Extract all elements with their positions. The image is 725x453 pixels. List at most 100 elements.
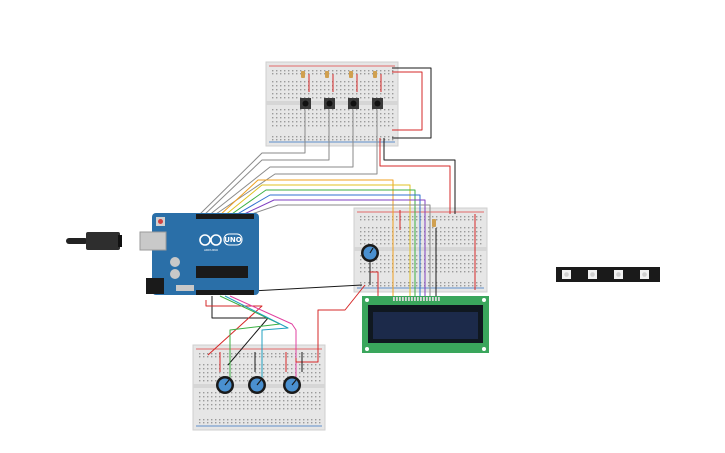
breadboard-hole: [267, 396, 269, 398]
breadboard-hole: [420, 216, 422, 218]
breadboard-hole: [468, 216, 470, 218]
wire-magenta: [229, 295, 297, 378]
breadboard-hole: [372, 267, 374, 269]
breadboard-hole: [312, 136, 314, 138]
breadboard-hole: [199, 376, 201, 378]
lcd-display[interactable]: [362, 296, 489, 353]
breadboard-hole: [440, 231, 442, 233]
breadboard-hole: [312, 89, 314, 91]
breadboard-hole: [296, 117, 298, 119]
breadboard-hole: [468, 231, 470, 233]
breadboard-hole: [315, 396, 317, 398]
breadboard-hole: [284, 109, 286, 111]
breadboard-hole: [440, 235, 442, 237]
arduino-uno[interactable]: UNO ARDUINO: [66, 213, 259, 295]
breadboard-hole: [211, 408, 213, 410]
breadboard-hole: [468, 227, 470, 229]
breadboard-hole: [348, 89, 350, 91]
breadboard-hole: [307, 400, 309, 402]
breadboard-hole: [396, 239, 398, 241]
breadboard-hole: [319, 368, 321, 370]
breadboard-hole: [251, 356, 253, 358]
breadboard-hole: [344, 97, 346, 99]
potentiometer-3[interactable]: [283, 376, 301, 394]
breadboard-hole: [255, 396, 257, 398]
breadboard-hole: [452, 282, 454, 284]
breadboard-hole: [440, 259, 442, 261]
breadboard-hole: [320, 125, 322, 127]
breadboard-hole: [280, 139, 282, 141]
breadboard-hole: [416, 243, 418, 245]
breadboard-hole: [364, 109, 366, 111]
breadboard-hole: [384, 235, 386, 237]
breadboard-hole: [239, 356, 241, 358]
breadboard-hole: [412, 231, 414, 233]
push-buttons[interactable]: [300, 98, 383, 109]
breadboard-hole: [303, 353, 305, 355]
breadboard-hole: [319, 392, 321, 394]
breadboard-hole: [227, 368, 229, 370]
breadboard-hole: [476, 227, 478, 229]
wire-red: [379, 138, 451, 214]
breadboard-hole: [283, 419, 285, 421]
breadboard-hole: [360, 121, 362, 123]
breadboard-hole: [211, 404, 213, 406]
breadboard-hole: [283, 372, 285, 374]
breadboard-hole: [444, 227, 446, 229]
breadboard-hole: [311, 356, 313, 358]
breadboard-hole: [344, 109, 346, 111]
potentiometer-2[interactable]: [248, 376, 266, 394]
breadboard-hole: [452, 267, 454, 269]
breadboard-hole: [263, 396, 265, 398]
breadboard-hole: [276, 125, 278, 127]
breadboard-hole: [448, 285, 450, 287]
breadboard-hole: [239, 404, 241, 406]
microcontroller-chip: [196, 266, 248, 278]
breadboard-hole: [283, 364, 285, 366]
potentiometer-lcd[interactable]: [361, 244, 379, 262]
breadboard-hole: [324, 109, 326, 111]
breadboard-hole: [460, 263, 462, 265]
breadboard-hole: [356, 109, 358, 111]
breadboard-hole: [436, 282, 438, 284]
breadboard-hole: [452, 216, 454, 218]
breadboard-hole: [316, 136, 318, 138]
breadboard-hole: [311, 408, 313, 410]
breadboard-hole: [255, 408, 257, 410]
breadboard-hole: [368, 89, 370, 91]
breadboard-hole: [472, 243, 474, 245]
breadboard-hole: [376, 93, 378, 95]
breadboard-hole: [271, 419, 273, 421]
breadboard-hole: [276, 81, 278, 83]
breadboard-hole: [364, 136, 366, 138]
breadboard-hole: [199, 364, 201, 366]
breadboard-hole: [243, 408, 245, 410]
breadboard-hole: [364, 216, 366, 218]
lcd-pin: [405, 297, 407, 301]
breadboard-hole: [372, 239, 374, 241]
breadboard-hole: [332, 73, 334, 75]
breadboard-hole: [468, 259, 470, 261]
breadboard-hole: [360, 73, 362, 75]
breadboard-hole: [380, 136, 382, 138]
breadboard-hole: [296, 70, 298, 72]
breadboard-hole: [392, 81, 394, 83]
neopixel-strip[interactable]: [556, 267, 660, 282]
breadboard-hole: [255, 353, 257, 355]
breadboard-hole: [360, 235, 362, 237]
breadboard-hole: [364, 219, 366, 221]
breadboard-hole: [324, 70, 326, 72]
breadboard-hole: [472, 227, 474, 229]
breadboard-hole: [263, 356, 265, 358]
breadboard-hole: [440, 227, 442, 229]
breadboard-hole: [344, 136, 346, 138]
breadboard-hole: [360, 239, 362, 241]
breadboard-hole: [311, 380, 313, 382]
lcd-pin: [438, 297, 440, 301]
breadboard-hole: [372, 243, 374, 245]
breadboard-hole: [460, 243, 462, 245]
potentiometer-1[interactable]: [216, 376, 234, 394]
breadboard-hole: [460, 271, 462, 273]
breadboard-hole: [428, 219, 430, 221]
breadboard-hole: [203, 353, 205, 355]
